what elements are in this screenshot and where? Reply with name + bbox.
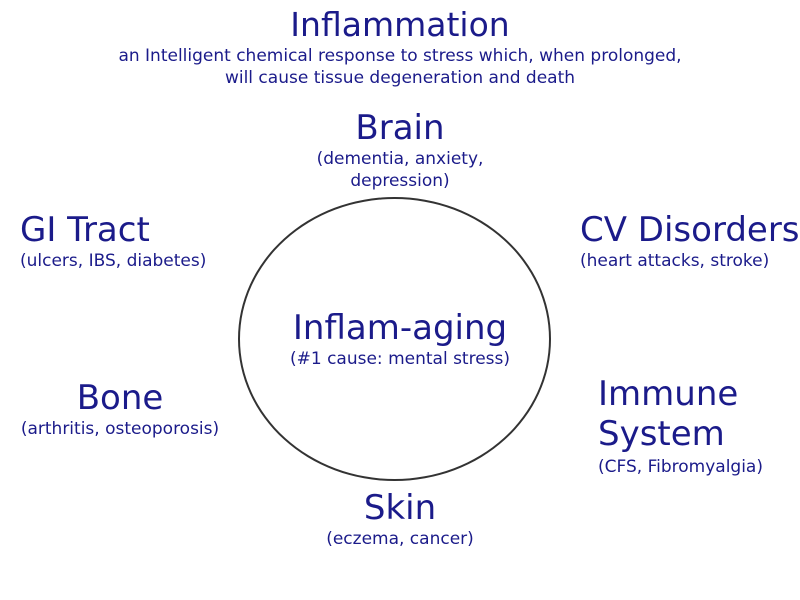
center-circle	[238, 197, 551, 481]
bone-detail: (arthritis, osteoporosis)	[20, 419, 220, 439]
inflam-aging-detail: (#1 cause: mental stress)	[289, 349, 511, 369]
brain-heading: Brain	[355, 108, 445, 148]
bone-node: Bone (arthritis, osteoporosis)	[15, 378, 225, 440]
immune-system-heading-line-2: System	[598, 414, 725, 454]
skin-node: Skin (eczema, cancer)	[290, 488, 510, 550]
gi-tract-detail: (ulcers, IBS, diabetes)	[20, 251, 207, 271]
inflam-aging-heading: Inflam-aging	[292, 308, 508, 348]
gi-tract-heading: GI Tract	[20, 210, 150, 250]
brain-detail-line-1: (dementia, anxiety,	[316, 149, 484, 169]
cv-disorders-node: CV Disorders (heart attacks, stroke)	[580, 210, 800, 272]
inflam-aging-node: Inflam-aging (#1 cause: mental stress)	[250, 308, 550, 370]
immune-system-detail: (CFS, Fibromyalgia)	[598, 457, 763, 477]
skin-heading: Skin	[363, 488, 437, 528]
cv-disorders-heading: CV Disorders	[580, 210, 800, 250]
cv-disorders-detail: (heart attacks, stroke)	[580, 251, 770, 271]
immune-system-heading-line-1: Immune	[598, 374, 739, 414]
title-block: Inflammation an Intelligent chemical res…	[0, 5, 800, 89]
title-heading: Inflammation	[290, 5, 510, 44]
brain-node: Brain (dementia, anxiety, depression)	[300, 108, 500, 192]
title-subtitle-line-1: an Intelligent chemical response to stre…	[118, 46, 682, 66]
gi-tract-node: GI Tract (ulcers, IBS, diabetes)	[20, 210, 230, 272]
bone-heading: Bone	[76, 378, 164, 418]
immune-system-node: Immune System (CFS, Fibromyalgia)	[598, 374, 798, 478]
brain-detail-line-2: depression)	[350, 171, 450, 191]
skin-detail: (eczema, cancer)	[326, 529, 474, 549]
title-subtitle-line-2: will cause tissue degeneration and death	[224, 68, 576, 88]
